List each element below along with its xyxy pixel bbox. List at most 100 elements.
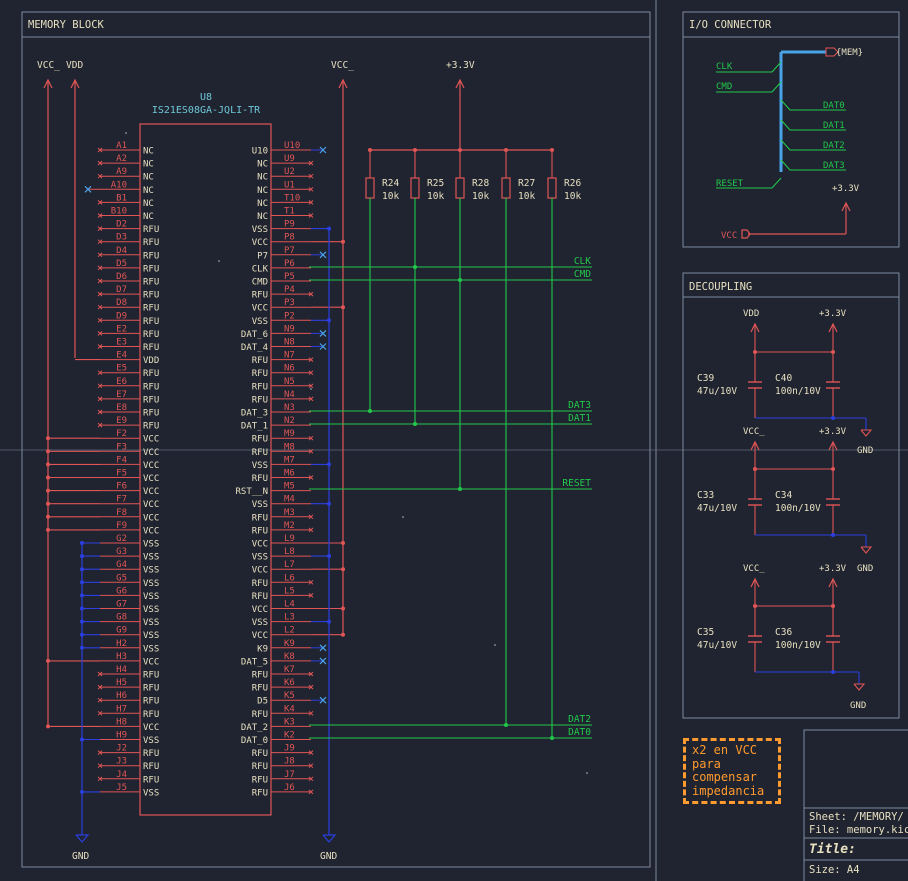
chip-pin-number: K2 (284, 731, 295, 741)
tb-file: File: memory.kica (809, 824, 908, 836)
io-reset: RESET (716, 179, 744, 189)
chip-body[interactable] (139, 123, 272, 816)
chip-pin-name: VCC (252, 631, 268, 641)
chip-pin-name: RFU (143, 710, 159, 720)
io-bus (779, 50, 826, 172)
vdd-left-label: VDD (66, 60, 83, 71)
power-symbols (43, 78, 552, 725)
cap-ref: C36 (775, 627, 792, 638)
chip-pin-number: M4 (284, 495, 295, 505)
chip-pin-number: U10 (284, 141, 300, 151)
note-line: compensar (692, 770, 758, 784)
chip-pin-name: VSS (143, 592, 159, 602)
chip-pin-number: J2 (116, 744, 127, 754)
chip-pin-name: RFU (252, 474, 268, 484)
chip-pin-name: RFU (143, 369, 159, 379)
chip-pin-number: B1 (116, 193, 127, 203)
net-reset: RESET (562, 478, 591, 489)
chip-pin-name: VCC (143, 500, 159, 510)
chip-pin-number: G5 (116, 573, 127, 583)
chip-pin-name: VCC (143, 487, 159, 497)
chip-pin-name: RFU (143, 762, 159, 772)
chip-pin-number: E3 (116, 338, 127, 348)
chip-pin-name: RFU (143, 749, 159, 759)
chip-pin-number: A2 (116, 154, 127, 164)
chip-pin-name: RFU (252, 513, 268, 523)
io-connector-frame (682, 11, 900, 248)
chip-pin-number: G6 (116, 586, 127, 596)
chip-pin-number: H2 (116, 639, 127, 649)
cap-ref: C39 (697, 373, 714, 384)
chip-pin-number: A1 (116, 141, 127, 151)
chip-pin-name: RFU (143, 304, 159, 314)
chip-pin-name: DAT_0 (241, 736, 268, 746)
io-mem-label: {MEM} (836, 48, 863, 58)
chip-pin-name: DAT_3 (241, 409, 268, 419)
cap-value: 100n/10V (775, 503, 821, 514)
cap-value: 100n/10V (775, 386, 821, 397)
note-line: impedancia (692, 783, 765, 798)
chip-pin-number: F9 (116, 521, 127, 531)
chip-pin-number: K7 (284, 665, 295, 675)
chip-pin-name: NC (143, 160, 154, 170)
tb-sheet: Sheet: /MEMORY/ (809, 811, 904, 823)
chip-pin-number: J9 (284, 744, 295, 754)
chip-pin-name: VSS (252, 618, 268, 628)
chip-pin-name: RFU (143, 343, 159, 353)
junctions (368, 265, 554, 740)
resistor-ref: R25 (427, 178, 444, 189)
chip-pin-name: RFU (143, 395, 159, 405)
chip-pin-name: RST__N (235, 487, 268, 497)
net-dat3: DAT3 (568, 400, 591, 411)
io-dat0: DAT0 (823, 101, 845, 111)
mem-hier-label[interactable] (825, 47, 839, 57)
chip-pin-number: D8 (116, 298, 127, 308)
chip-pin-number: L8 (284, 547, 295, 557)
chip-pin-number: P4 (284, 285, 295, 295)
net-dat0: DAT0 (568, 727, 591, 738)
title-block-frame (803, 729, 908, 881)
chip-pin-name: NC (257, 173, 268, 183)
chip-pin-number: P7 (284, 246, 295, 256)
chip-pin-name: RFU (143, 291, 159, 301)
chip-pin-name: VCC (143, 448, 159, 458)
chip-pin-number: F6 (116, 482, 127, 492)
chip-pin-number: D6 (116, 272, 127, 282)
chip-pin-number: N7 (284, 351, 295, 361)
decoupling-title: DECOUPLING (689, 281, 752, 293)
decap-top-left-label: VCC_ (743, 427, 765, 437)
chip-pin-name: VCC (252, 304, 268, 314)
chip-pin-name: VSS (143, 631, 159, 641)
chip-pin-number: L7 (284, 560, 295, 570)
chip-pin-name: VDD (143, 356, 159, 366)
chip-pin-name: VSS (143, 644, 159, 654)
chip-pin-name: VCC (143, 526, 159, 536)
chip-pin-number: K3 (284, 717, 295, 727)
chip-pin-number: G9 (116, 626, 127, 636)
chip-pin-number: H9 (116, 731, 127, 741)
io-clk: CLK (716, 62, 733, 72)
chip-ref: U8 (200, 92, 212, 103)
chip-pins: A1NCA2NCA9NCA10NCB1NCB10NCD2RFUD3RFUD4RF… (46, 141, 345, 798)
chip-pin-number: P3 (284, 298, 295, 308)
chip-pin-name: RFU (252, 382, 268, 392)
chip-pin-name: RFU (252, 775, 268, 785)
chip-pin-number: E8 (116, 403, 127, 413)
chip-pin-name: RFU (252, 749, 268, 759)
chip-pin-name: RFU (252, 579, 268, 589)
cap-ref: C40 (775, 373, 792, 384)
decoupling-frame (682, 272, 900, 719)
chip-pin-name: VCC (143, 657, 159, 667)
signal-wires (309, 198, 592, 739)
chip-pin-number: M7 (284, 455, 295, 465)
tb-size: Size: A4 (809, 864, 860, 876)
chip-pin-name: DAT_2 (241, 723, 268, 733)
chip-pin-number: F8 (116, 508, 127, 518)
chip-pin-name: VSS (143, 579, 159, 589)
chip-pin-number: L6 (284, 573, 295, 583)
chip-pin-number: M6 (284, 469, 295, 479)
chip-pin-number: L2 (284, 626, 295, 636)
chip-pin-name: VSS (143, 605, 159, 615)
chip-pin-number: D7 (116, 285, 127, 295)
